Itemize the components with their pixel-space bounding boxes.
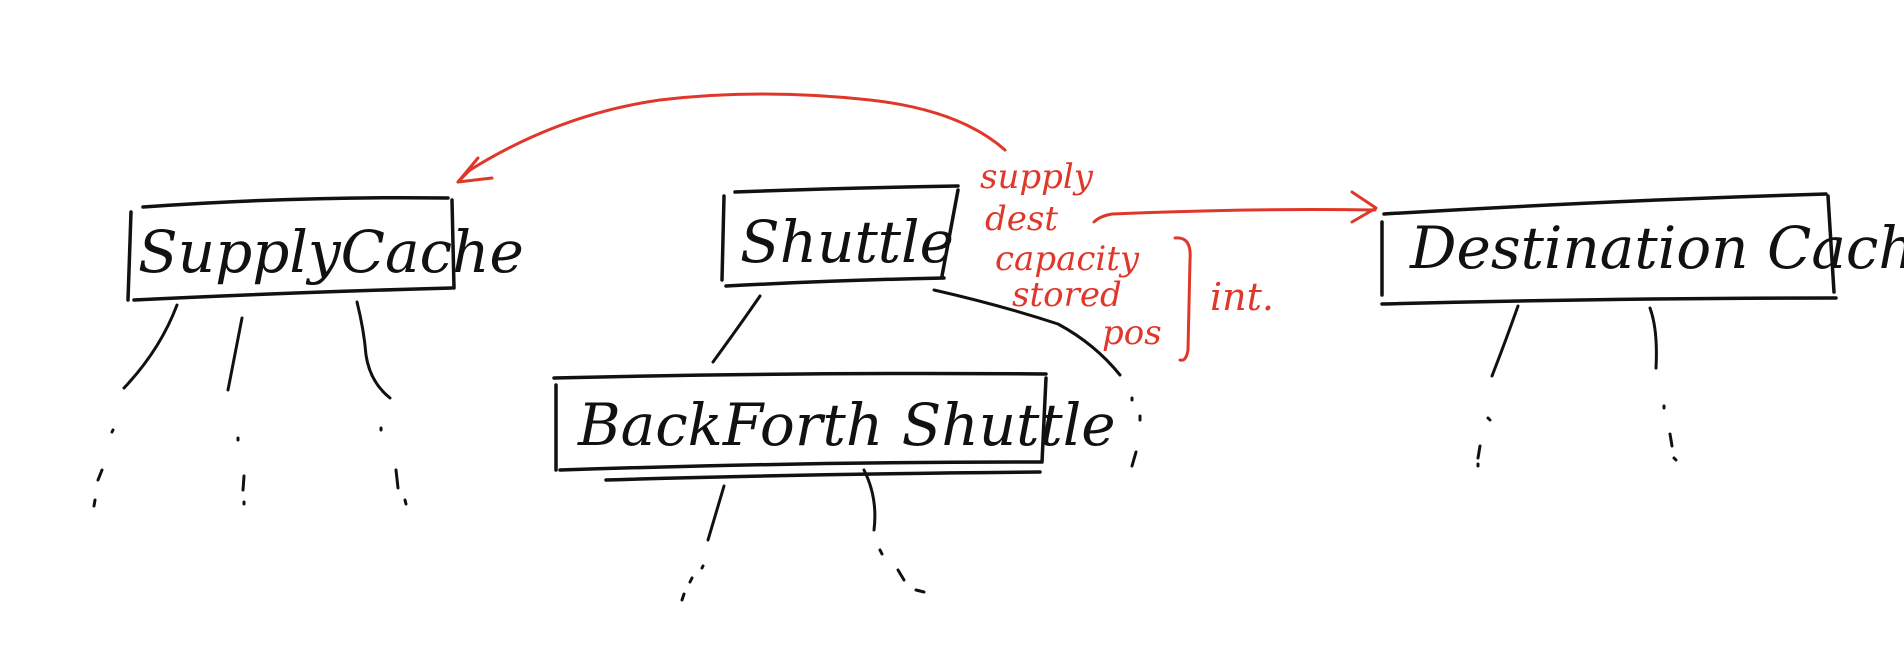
shuttle-label: Shuttle [740,208,954,276]
field-stored: stored [1012,275,1122,315]
supply-cache-child-line-2 [226,316,244,392]
supply-cache-label: SupplyCache [138,218,524,286]
supply-arrow-curve [456,92,1007,184]
destination-cache-child-continuation-2 [1662,404,1678,462]
back-forth-shuttle-label: BackForth Shuttle [577,391,1116,459]
supply-cache-child-continuation-2 [236,436,246,506]
back-forth-shuttle-node: BackForth Shuttle [552,371,1116,602]
shuttle-node: Shuttle [711,184,1142,468]
supply-cache-child-continuation-3 [379,426,408,506]
field-dest: dest [985,199,1058,239]
dest-arrow-line [1092,208,1377,224]
destination-cache-node: Destination Cache [1380,192,1904,468]
destination-cache-child-line-1 [1490,304,1520,378]
supply-arrow [456,92,1007,184]
back-forth-child-line-1 [706,484,726,542]
field-capacity: capacity [995,239,1140,279]
dest-arrow [1092,190,1378,224]
supply-arrow-head [456,156,494,184]
destination-cache-box [1380,192,1838,306]
shuttle-other-child-continuation [1130,396,1142,468]
destination-cache-child-line-2 [1648,306,1658,370]
shuttle-fields: supply dest capacity stored pos int. [980,157,1274,362]
field-pos: pos [1102,313,1162,353]
shuttle-box [720,184,960,288]
supply-cache-child-line-1 [122,303,179,390]
destination-cache-child-continuation-1 [1476,416,1492,468]
shuttle-other-child-line [932,288,1122,377]
back-forth-shuttle-box [552,371,1048,482]
shuttle-to-backforth-line [711,294,762,364]
supply-cache-child-line-3 [355,300,392,400]
int-type-label: int. [1210,275,1274,319]
supply-cache-node: SupplyCache [92,195,524,508]
supply-cache-box [126,195,456,302]
back-forth-child-continuation-1 [680,564,705,602]
field-group-brace [1173,236,1192,362]
destination-cache-label: Destination Cache [1409,214,1904,282]
back-forth-child-line-2 [862,468,877,532]
field-supply: supply [980,157,1094,197]
back-forth-child-continuation-2 [878,548,926,594]
dest-arrow-head [1350,190,1378,224]
supply-cache-child-continuation-1 [92,428,115,508]
